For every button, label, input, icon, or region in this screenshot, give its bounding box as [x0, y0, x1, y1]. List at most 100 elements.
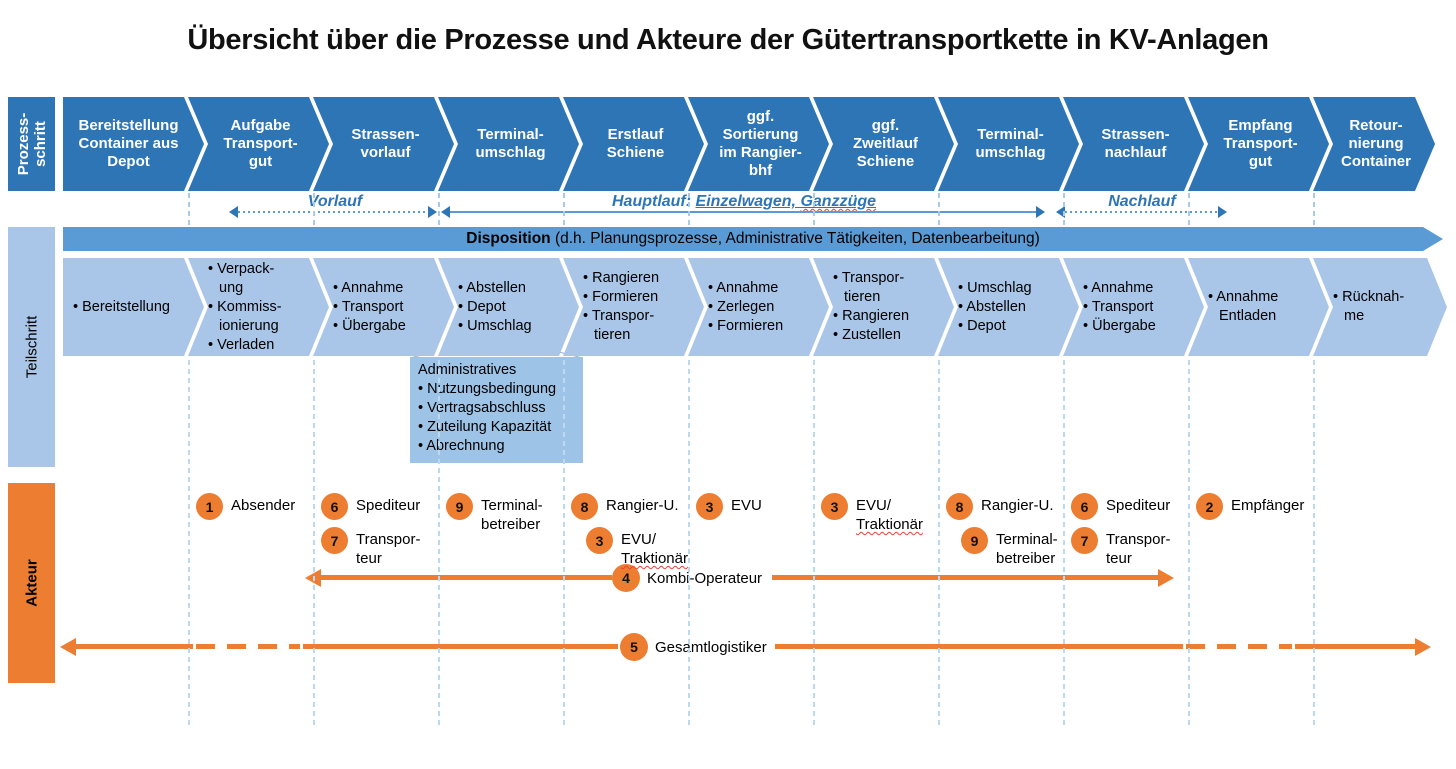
column-guide-dash — [563, 360, 565, 725]
column-guide-dash — [813, 360, 815, 725]
actor-number: 9 — [446, 493, 473, 520]
column-guide-dash — [188, 360, 190, 725]
phase-label-vorlauf: Vorlauf — [307, 193, 363, 210]
actor-label: EVU/Traktionär — [621, 527, 688, 568]
gesamt-arrow-line — [74, 644, 193, 649]
actor-label-misspelled-word: Traktionär — [621, 550, 688, 567]
phase-label-hauptlauf: Hauptlauf: Einzelwagen, Ganzzüge — [564, 192, 924, 212]
teilschritt-step: • Rangieren• Formieren• Transpor- tieren — [563, 258, 704, 356]
teilschritt-step: • Annahme Entladen — [1188, 258, 1329, 356]
hauptlauf-misspelled-word: Ganzzüge — [800, 193, 877, 210]
column-guide-dash — [438, 360, 440, 725]
kombi-operateur-number: 4 — [612, 564, 640, 592]
teilschritt-item: • Transpor- tieren — [583, 308, 655, 343]
column-guide-dash — [1313, 193, 1315, 225]
kombi-operateur-label: Kombi-Operateur — [647, 569, 763, 587]
actor-label-text: Transpor- teur — [356, 531, 421, 567]
hauptlauf-underlined-text: Einzelwagen, — [695, 193, 801, 210]
teilschritt-item: • Annahme — [708, 279, 779, 296]
teilschritt-item: • Verpack- ung — [208, 260, 275, 296]
administratives-item: • Vertragsabschluss — [418, 400, 546, 416]
actor-label-text: EVU/ — [856, 497, 892, 514]
process-step: Strassen- vorlauf — [313, 97, 454, 191]
gesamtlogistiker-number: 5 — [620, 633, 648, 661]
actor-label: Rangier-U. — [606, 493, 679, 515]
actor-label-text: Rangier-U. — [606, 497, 679, 514]
actor-label: Transpor- teur — [1106, 527, 1170, 568]
hauptlauf-arrowhead-right-icon — [1036, 206, 1045, 218]
column-guide-dash — [1063, 360, 1065, 725]
actor-label: Rangier-U. — [981, 493, 1054, 515]
column-guide-dash — [188, 193, 190, 225]
gesamt-arrowhead-left-icon — [60, 638, 76, 656]
hauptlauf-prefix: Hauptlauf: — [611, 193, 696, 210]
actor-label-text: Spediteur — [356, 497, 421, 514]
row-label-prozessschritt: Prozess- schritt — [8, 97, 55, 191]
actor-label-text: Terminal- betreiber — [481, 497, 543, 533]
actor-label-text: Rangier-U. — [981, 497, 1054, 514]
gesamt-arrow-line-dashed — [196, 644, 300, 649]
actor-label: EVU/Traktionär — [856, 493, 923, 534]
teilschritt-step: • Transpor- tieren• Rangieren• Zustellen — [813, 258, 954, 356]
kombi-arrowhead-right-icon — [1158, 569, 1174, 587]
administratives-item: • Abrechnung — [418, 438, 505, 454]
gesamt-arrow-line-dashed — [1186, 644, 1292, 649]
gesamt-arrow-line — [1295, 644, 1415, 649]
administratives-item: • Zuteilung Kapazität — [418, 419, 552, 435]
vorlauf-arrow-line — [238, 211, 428, 213]
process-step: Empfang Transport- gut — [1188, 97, 1329, 191]
teilschritt-item: • Umschlag — [958, 279, 1032, 296]
actor-number: 2 — [1196, 493, 1223, 520]
actor-number: 3 — [696, 493, 723, 520]
actor-number: 6 — [321, 493, 348, 520]
teilschritt-item: • Umschlag — [458, 317, 532, 334]
phase-label-nachlauf: Nachlauf — [1108, 193, 1176, 210]
disposition-title: Disposition — [466, 230, 551, 247]
kombi-arrow-line — [318, 575, 612, 580]
teilschritt-item: • Transport — [1083, 298, 1154, 315]
teilschritt-item: • Depot — [958, 317, 1006, 334]
actor-badge: 9 Terminal- betreiber — [446, 493, 543, 534]
disposition-text: Disposition (d.h. Planungsprozesse, Admi… — [466, 230, 1040, 248]
actor-label-text: Spediteur — [1106, 497, 1171, 514]
actor-label-text: Absender — [231, 497, 296, 514]
column-guide-dash — [563, 193, 565, 225]
teilschritt-item: • Formieren — [708, 317, 784, 334]
actor-badge: 3 EVU — [696, 493, 762, 520]
process-step: Retour- nierung Container — [1313, 97, 1435, 191]
actor-label: Spediteur — [356, 493, 420, 515]
teilschritt-step: • Annahme • Transport • Übergabe — [1063, 258, 1204, 356]
column-guide-dash — [688, 360, 690, 725]
page-title: Übersicht über die Prozesse und Akteure … — [187, 24, 1269, 56]
row-label-akteur: Akteur — [8, 483, 55, 683]
teilschritt-item: • Übergabe — [1083, 317, 1156, 334]
teilschritt-step: • Annahme• Transport• Übergabe — [313, 258, 454, 356]
actor-badge: 6 Spediteur — [321, 493, 420, 520]
teilschritt-step: • Verpack- ung• Kommiss- ionierung • Verl… — [188, 258, 329, 356]
teilschritt-item: • Kommiss- ionierung — [208, 298, 282, 334]
column-guide-dash — [938, 360, 940, 725]
teilschritt-item: • Bereitstellung — [73, 298, 170, 315]
administratives-title: Administratives — [418, 362, 517, 378]
actor-label-text: EVU — [731, 497, 762, 514]
teilschritt-item: • Transpor- tieren — [833, 270, 905, 305]
nachlauf-arrow-line — [1065, 211, 1218, 213]
teilschritt-item: • Abstellen — [458, 279, 526, 296]
teilschritt-item: • Annahme — [1083, 279, 1154, 296]
administratives-item: • Nutzungsbedingung — [418, 381, 557, 397]
process-step: Aufgabe Transport- gut — [188, 97, 329, 191]
nachlauf-arrowhead-right-icon — [1218, 206, 1227, 218]
process-step: Strassen- nachlauf — [1063, 97, 1204, 191]
teilschritt-item: • Verladen — [208, 336, 275, 353]
gesamtlogistiker-badge: 5 Gesamtlogistiker — [620, 633, 767, 661]
teilschritt-item: • Zerlegen — [708, 298, 775, 315]
process-step: ggf. Zweitlauf Schiene — [813, 97, 954, 191]
gesamtlogistiker-label: Gesamtlogistiker — [655, 638, 767, 656]
actor-number: 8 — [571, 493, 598, 520]
actor-number: 3 — [586, 527, 613, 554]
teilschritt-item: • Annahme Entladen — [1208, 289, 1279, 324]
